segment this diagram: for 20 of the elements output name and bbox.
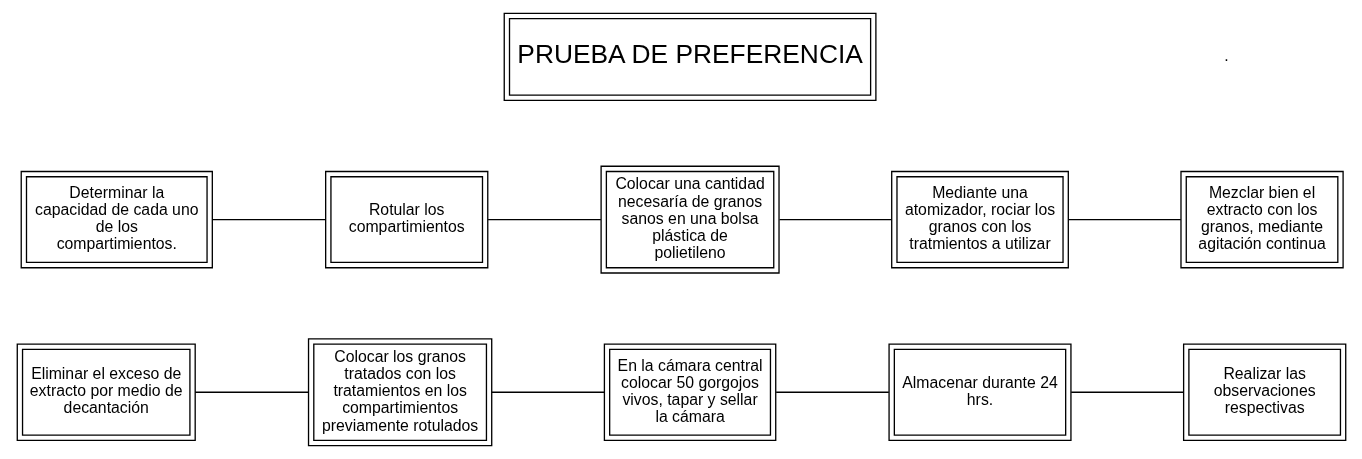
connector: [486, 218, 602, 221]
connector: [1067, 218, 1181, 221]
node-box: Colocar los granos tratados con los tratamientos en los compartimientos previamente rotulados: [307, 338, 492, 447]
node-box: PRUEBA DE PREFERENCIA: [503, 12, 877, 101]
connector: [490, 391, 605, 393]
node-box: Determinar la capacidad de cada uno de los compartimientos.: [20, 170, 213, 269]
node-box: Almacenar durante 24 hrs.: [887, 343, 1072, 442]
node-box: Mezclar bien el extracto con los granos, mediante agitación continua: [1179, 170, 1344, 269]
connector: [211, 218, 326, 221]
node-box: En la cámara central colocar 50 gorgojos vivos, tapar y sellar la cámara: [603, 343, 776, 442]
label: .: [1223, 46, 1229, 64]
connector: [1070, 391, 1184, 393]
node-box: Mediante una atomizador, rociar los granos con los tratmientos a utilizar: [890, 170, 1069, 269]
node-box: Rotular los compartimientos: [324, 170, 488, 269]
connector: [775, 391, 889, 393]
node-box: Eliminar el exceso de extracto por medio de decantación: [16, 343, 196, 442]
connector: [778, 218, 892, 221]
node-box: Realizar las observaciones respectivas: [1182, 343, 1346, 442]
connector: [194, 391, 309, 393]
node-box: Colocar una cantidad necesaría de granos sanos en una bolsa plástica de polietileno: [599, 165, 780, 274]
